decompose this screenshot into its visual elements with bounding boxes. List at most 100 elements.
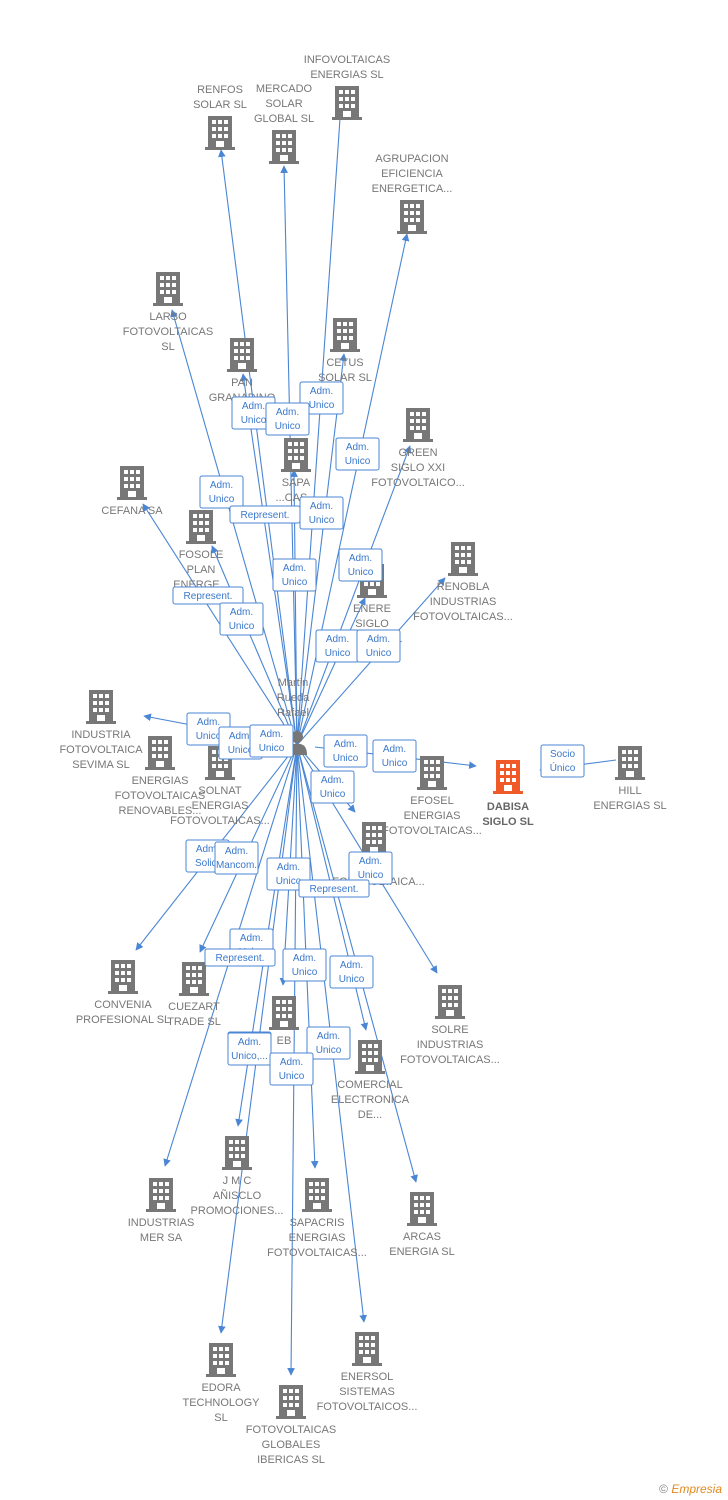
- relation-label[interactable]: Adm.Unico: [306, 1026, 351, 1060]
- relation-text: Adm.: [210, 480, 233, 491]
- relation-text: Unico: [320, 789, 346, 800]
- relation-text: Adm.: [310, 386, 333, 397]
- relation-text: Unico: [366, 648, 392, 659]
- relation-text: Unico: [279, 1071, 305, 1082]
- company-node-sapa[interactable]: SAPA...CAS...: [276, 438, 317, 504]
- relation-text: Adm.: [230, 607, 253, 618]
- building-icon: [332, 86, 362, 120]
- company-label: RENOBLA: [437, 581, 490, 593]
- company-node-fosole[interactable]: FOSOLEPLANENERGE...: [173, 510, 229, 591]
- relation-label[interactable]: Adm.Unico: [249, 724, 294, 758]
- company-label: PAN: [231, 377, 253, 389]
- relation-label[interactable]: Represent.: [298, 879, 370, 898]
- company-node-jmc[interactable]: J M CAÑISCLOPROMOCIONES...: [191, 1136, 284, 1217]
- relation-text: Unico: [241, 415, 267, 426]
- relation-text: Unico: [276, 876, 302, 887]
- relation-label[interactable]: Adm.Unico: [272, 558, 317, 592]
- relation-label[interactable]: Adm.Unico,...: [227, 1032, 272, 1066]
- company-node-comercial[interactable]: COMERCIALELECTRONICADE...: [331, 1040, 410, 1121]
- relation-label[interactable]: Adm.Unico: [338, 548, 383, 582]
- company-label: DE...: [358, 1109, 382, 1121]
- relation-label[interactable]: Adm. Unico: [199, 475, 244, 509]
- relation-label[interactable]: Adm.Unico: [299, 496, 344, 530]
- relation-label[interactable]: Adm.Unico: [329, 955, 374, 989]
- building-icon: [615, 746, 645, 780]
- relation-label[interactable]: Represent.: [229, 505, 301, 524]
- company-node-agrupacion[interactable]: AGRUPACIONEFICIENCIAENERGETICA...: [372, 153, 453, 234]
- company-node-sapacris[interactable]: SAPACRISENERGIASFOTOVOLTAICAS...: [267, 1178, 367, 1259]
- company-label: MERCADO: [256, 83, 313, 95]
- relation-label[interactable]: Adm.Unico: [372, 739, 417, 773]
- relation-label[interactable]: Adm.Unico: [265, 402, 310, 436]
- company-node-renobla[interactable]: RENOBLAINDUSTRIASFOTOVOLTAICAS...: [413, 542, 513, 623]
- company-label: MER SA: [140, 1232, 183, 1244]
- company-label: SL: [214, 1412, 227, 1424]
- company-label: ENERGIAS: [132, 775, 189, 787]
- relation-text: Adm.: [349, 553, 372, 564]
- edge-renfos: [218, 149, 298, 746]
- relation-label[interactable]: Adm.Unico: [315, 629, 360, 663]
- relation-text: Unico: [228, 745, 254, 756]
- company-node-cefana[interactable]: CEFANA SA: [101, 466, 163, 517]
- edge-cetus: [296, 353, 347, 746]
- building-icon: [276, 1385, 306, 1419]
- company-node-efosel[interactable]: EFOSELENERGIASFOTOVOLTAICAS...: [382, 756, 482, 837]
- company-label: IBERICAS SL: [257, 1454, 325, 1466]
- relation-label[interactable]: Adm.Unico: [335, 437, 380, 471]
- company-node-solnat[interactable]: SOLNATENERGIASFOTOVOLTAICAS...: [170, 746, 270, 827]
- company-node-eb[interactable]: EB: [269, 996, 299, 1047]
- relation-label[interactable]: Adm.Unico: [219, 602, 264, 636]
- relation-label[interactable]: Adm.Unico: [323, 734, 368, 768]
- company-node-solre[interactable]: SOLREINDUSTRIASFOTOVOLTAICAS...: [400, 985, 500, 1066]
- relation-text: Unico: [209, 494, 235, 505]
- company-node-energias-fv[interactable]: ENERGIASFOTOVOLTAICASRENOVABLES...: [115, 736, 205, 817]
- relation-label[interactable]: Represent.: [172, 586, 244, 605]
- company-label: FOSOLE: [179, 549, 224, 561]
- relation-text: Mancom.: [216, 860, 257, 871]
- relation-label[interactable]: Adm.Unico: [348, 851, 393, 885]
- relation-label[interactable]: Adm.Unico: [299, 381, 344, 415]
- company-label: FOTOVOLTAICAS: [115, 790, 205, 802]
- relation-text: Adm.: [280, 1057, 303, 1068]
- company-node-enersol[interactable]: ENERSOLSISTEMASFOTOVOLTAICOS...: [317, 1332, 418, 1413]
- person-label: Martin: [278, 677, 309, 689]
- relation-label[interactable]: Adm. Mancom.: [214, 841, 259, 875]
- relation-text: Adm.: [310, 501, 333, 512]
- relation-text: Unico: [316, 1045, 342, 1056]
- relation-label[interactable]: Represent.: [204, 948, 276, 967]
- building-icon: [448, 542, 478, 576]
- relation-label[interactable]: Adm.Unico: [282, 948, 327, 982]
- relation-label[interactable]: Adm. Unico: [356, 629, 401, 663]
- relation-label[interactable]: Adm. Unico: [269, 1052, 314, 1086]
- company-label: INFOVOLTAICAS: [304, 54, 390, 66]
- relation-text: Adm.: [367, 634, 390, 645]
- relation-text: Adm.: [340, 960, 363, 971]
- building-icon: [186, 510, 216, 544]
- relation-text: Adm.: [225, 846, 248, 857]
- company-label: ENERGETICA...: [372, 183, 453, 195]
- building-icon: [330, 318, 360, 352]
- relation-label[interactable]: Adm.Unico: [310, 770, 355, 804]
- company-label: GREEN: [398, 447, 437, 459]
- relation-text: Adm.: [276, 407, 299, 418]
- edge-infovoltaicas: [296, 103, 345, 746]
- company-label: CEFANA SA: [101, 505, 163, 517]
